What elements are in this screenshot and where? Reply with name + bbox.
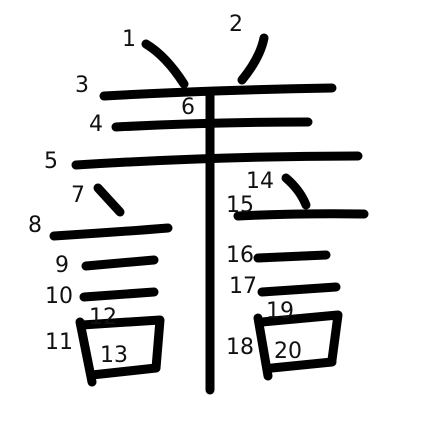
stroke-number-6: 6 (181, 95, 195, 120)
stroke-5 (71, 151, 363, 170)
stroke-number-5: 5 (44, 149, 58, 174)
stroke-10 (79, 287, 159, 302)
stroke-17 (257, 282, 341, 297)
stroke-2 (237, 33, 269, 85)
stroke-number-16: 16 (226, 243, 254, 268)
stroke-19 (257, 310, 343, 365)
stroke-number-17: 17 (229, 274, 257, 299)
stroke-number-7: 7 (71, 183, 85, 208)
stroke-13 (87, 363, 161, 380)
stroke-number-15: 15 (226, 193, 254, 218)
stroke-number-3: 3 (75, 73, 89, 98)
stroke-number-8: 8 (28, 213, 42, 238)
stroke-8 (49, 223, 173, 241)
stroke-15 (233, 209, 369, 221)
stroke-number-13: 13 (100, 343, 128, 368)
stroke-number-18: 18 (226, 335, 254, 360)
stroke-number-12: 12 (89, 305, 117, 330)
stroke-1 (141, 39, 189, 89)
stroke-number-9: 9 (55, 253, 69, 278)
stroke-number-20: 20 (274, 339, 302, 364)
stroke-7 (93, 183, 125, 217)
stroke-12 (77, 315, 165, 373)
stroke-number-1: 1 (122, 27, 136, 52)
stroke-number-10: 10 (45, 284, 73, 309)
stroke-18 (253, 313, 273, 381)
stroke-3 (99, 83, 337, 101)
stroke-number-2: 2 (229, 12, 243, 37)
stroke-14 (281, 173, 311, 210)
stroke-number-4: 4 (89, 112, 103, 137)
stroke-number-14: 14 (246, 169, 274, 194)
stroke-20 (267, 357, 337, 373)
stroke-16 (253, 250, 331, 263)
stroke-9 (81, 255, 159, 271)
stroke-number-11: 11 (45, 330, 73, 355)
stroke-number-19: 19 (266, 299, 294, 324)
